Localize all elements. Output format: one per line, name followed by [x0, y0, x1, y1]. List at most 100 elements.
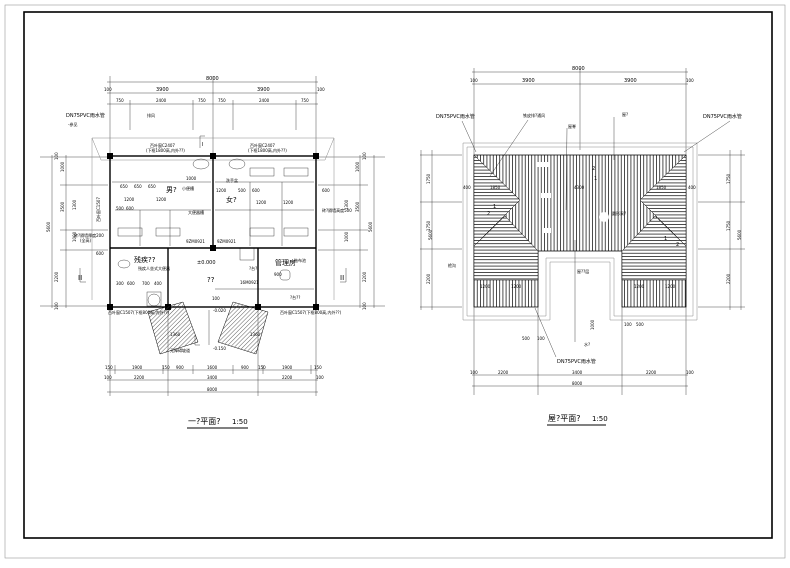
- label-vent: 排风: [147, 112, 155, 118]
- dim-side: 1000: [344, 231, 349, 242]
- dim-bottom: 150: [258, 365, 266, 370]
- dim: 1200: [124, 197, 135, 202]
- label-pipe: DN75PVC雨水管: [66, 112, 105, 119]
- dim-total-top: 8000: [206, 76, 219, 82]
- dim-seg: 750: [116, 98, 124, 103]
- roof-dim: 100: [537, 336, 545, 341]
- roof-label-gutter: 檐沟: [448, 262, 456, 268]
- dim-seg: 750: [301, 98, 309, 103]
- skylight-icon: [599, 212, 609, 222]
- roof-dim: 500: [522, 336, 530, 341]
- room-hall: ??: [207, 276, 215, 284]
- dim-bottom: 900: [176, 365, 184, 370]
- label-win-bottom-left: 百叶窗C1507(下框800高,内外??): [108, 309, 170, 315]
- roof-dim: 1200: [665, 284, 676, 289]
- label-win-bottom-right: 百叶窗C1507(下框800高,内外??): [280, 309, 342, 315]
- roof-dim-total: 8000: [572, 66, 585, 72]
- label-urinal: 小便槽: [182, 185, 194, 191]
- roof-dim-bottom: 100: [686, 370, 694, 375]
- dim-side-sub: 3500: [60, 201, 65, 212]
- dim-side: 1300: [72, 199, 77, 210]
- slope-mark: 2: [676, 242, 679, 248]
- dim-side-sub: 3500: [355, 201, 360, 212]
- entrance-steps: [147, 301, 269, 355]
- roof-label-skylight: 圆形采?: [612, 210, 626, 216]
- level-2: -0.150: [213, 346, 226, 351]
- dim-seg: 750: [198, 98, 206, 103]
- label-basin: 洗手盆: [226, 177, 238, 183]
- dim-bottom: 1600: [207, 365, 218, 370]
- dim-side: 2200: [54, 271, 59, 282]
- room-manager: 管理房: [275, 258, 296, 267]
- roof-label-roof: 屋?: [622, 111, 628, 117]
- dim-edge-left: 100: [104, 87, 112, 92]
- section-mark-2: II: [340, 274, 344, 282]
- roof-dim: 400: [463, 185, 471, 190]
- dim-side: 100: [362, 152, 367, 160]
- dim: 500: [116, 206, 124, 211]
- dim: 1200: [216, 188, 227, 193]
- label-door-women: 9ZM0921: [217, 239, 236, 244]
- dim: 600: [322, 188, 330, 193]
- walls: [107, 153, 319, 310]
- room-women: 女?: [226, 195, 237, 204]
- dim-seg: 2400: [156, 98, 167, 103]
- roof-label-ridge: 屋脊: [568, 123, 576, 129]
- roof-dim-bottom: 2200: [646, 370, 657, 375]
- dim-half-right: 3900: [257, 87, 270, 93]
- dim: 1360: [170, 332, 181, 337]
- roof-dim-bottom: 3400: [572, 370, 583, 375]
- dim-side-total: 5600: [46, 221, 51, 232]
- roof-dim: 4300: [574, 185, 585, 190]
- slope-mark: 2: [487, 211, 490, 217]
- dim-bottom: 1900: [282, 365, 293, 370]
- dim-bottom: 150: [162, 365, 170, 370]
- dim-side: 1300: [344, 199, 349, 210]
- roof-label-vent: 铁皮排?通风: [523, 112, 545, 118]
- ground-floor-plan: 8000 100 3900 3900 100 750 2400 750 750 …: [40, 76, 385, 429]
- roof-label-water: 水?: [584, 341, 590, 347]
- roof-label-flat: 屋??层: [577, 268, 589, 274]
- section-mark-2: II: [78, 274, 82, 282]
- label-window-left: 百叶窗C2407: [150, 142, 175, 148]
- ground-plan-title: 一?平面?: [188, 417, 221, 426]
- slope-mark: 1: [493, 204, 496, 210]
- label-partition-sub: (全高): [80, 237, 92, 243]
- label-partition-right: 砖?隔墙高度500: [322, 207, 352, 213]
- roof-dim-side: 2200: [726, 273, 731, 284]
- dim: 650: [148, 184, 156, 189]
- dim-bottom-total: 8000: [207, 387, 218, 392]
- roof-dim-side-total: 5600: [737, 229, 742, 240]
- roof-dim: 1200: [634, 284, 645, 289]
- roof-overhang: [462, 142, 698, 321]
- dim-half-left: 3900: [156, 87, 169, 93]
- roof-dim-edge: 100: [470, 78, 478, 83]
- roof-dim-bottom: 2200: [498, 370, 509, 375]
- roof-dim-side-total: 5600: [428, 229, 433, 240]
- dim-bottom: 3400: [207, 375, 218, 380]
- label-window-right-sub: (下框1800高,内外??): [248, 147, 287, 153]
- dim: 600: [127, 281, 135, 286]
- label-door-3: 16M0921: [240, 280, 259, 285]
- roof-dim: 1850: [490, 185, 501, 190]
- roof-dim: 1200: [511, 284, 522, 289]
- slope-mark: 1: [594, 176, 597, 182]
- level-0: ±0.000: [197, 260, 216, 266]
- dim-side: 1000: [355, 161, 360, 172]
- label-window-right: 百叶窗C2407: [250, 142, 275, 148]
- level-1: -0.020: [213, 308, 226, 313]
- slope-mark: 2: [592, 166, 595, 172]
- dim-side: 1000: [60, 161, 65, 172]
- label-door-men: 9ZM0921: [186, 239, 205, 244]
- roof-label-pipe-left: DN75PVC雨水管: [436, 113, 475, 120]
- roof-dim: 500: [636, 322, 644, 327]
- dim-seg: 2400: [259, 98, 270, 103]
- dim: 100: [212, 296, 220, 301]
- roof-dim-bottom-total: 8000: [572, 381, 583, 386]
- dim-side: 100: [54, 152, 59, 160]
- roof-dim: 1200: [480, 284, 491, 289]
- dim-bottom: 150: [105, 365, 113, 370]
- drawing-frame: [23, 11, 773, 539]
- room-men: 男?: [166, 186, 177, 194]
- section-mark: I: [202, 142, 203, 148]
